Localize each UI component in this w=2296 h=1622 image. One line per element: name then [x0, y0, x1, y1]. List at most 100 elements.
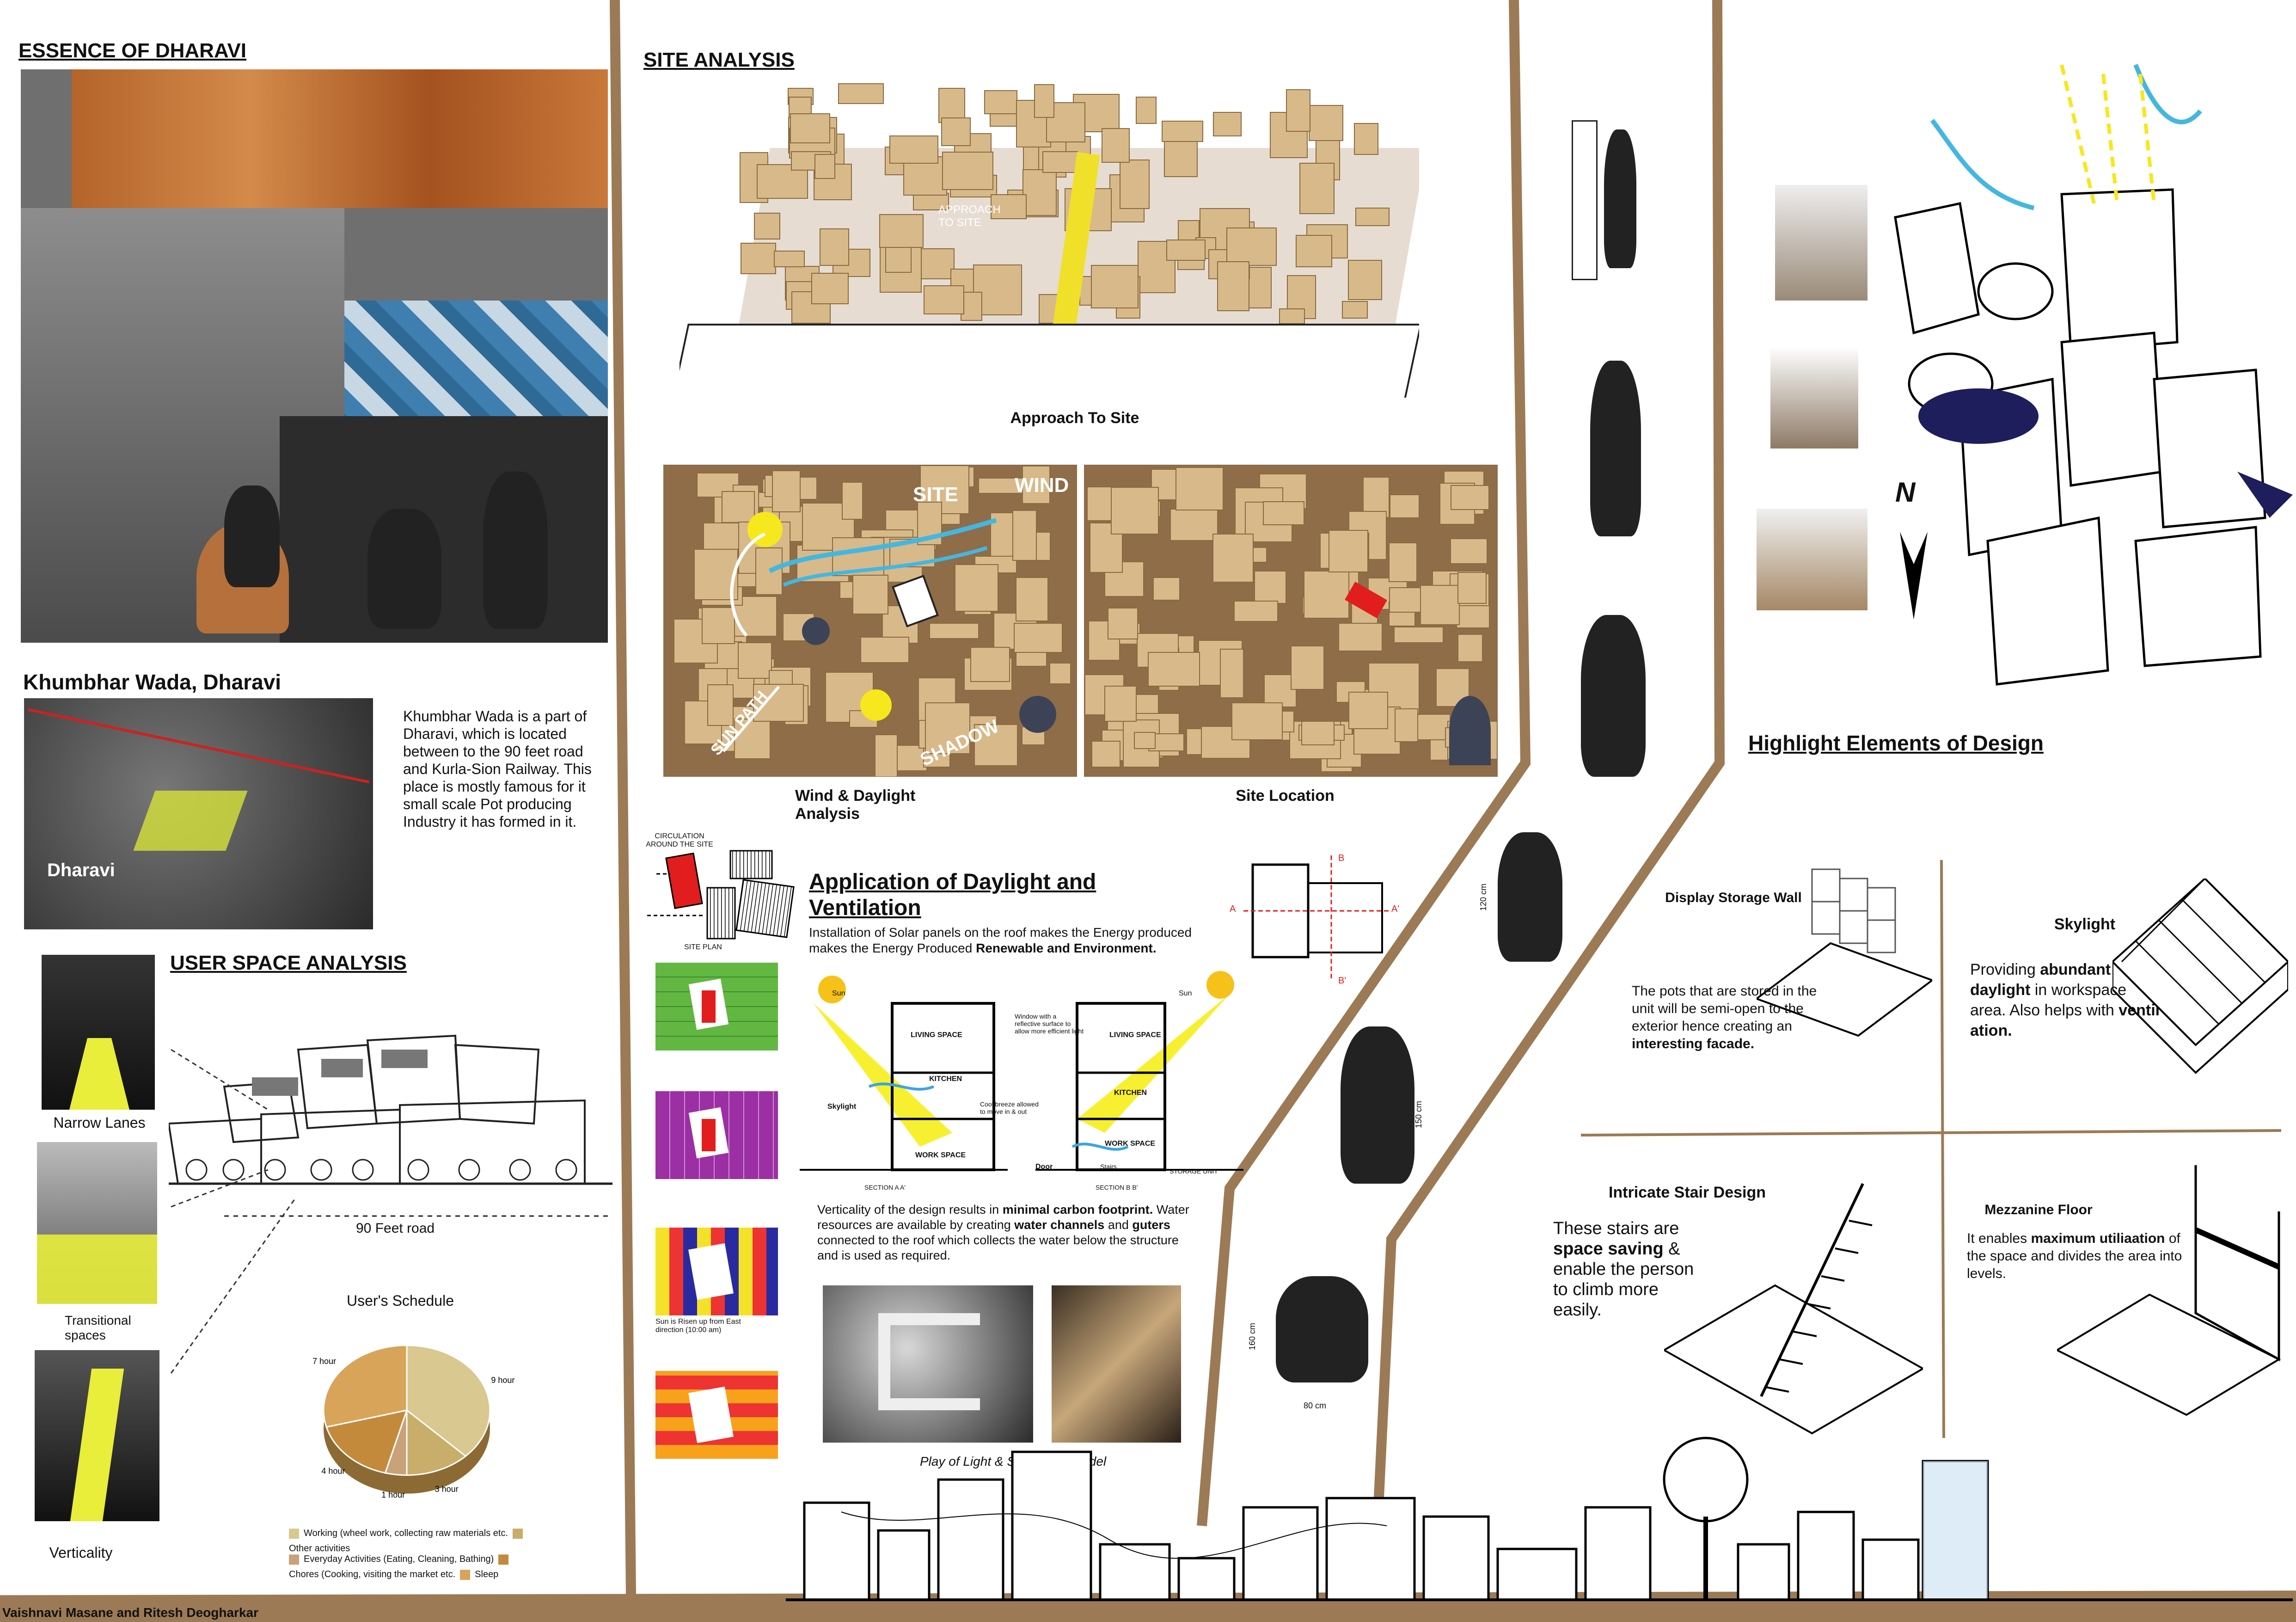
- vert-7: connected to the roof which collects the…: [817, 1233, 1179, 1262]
- sec-a-work: WORK SPACE: [915, 1151, 966, 1159]
- model-block: [929, 623, 980, 639]
- model-block: [1457, 572, 1487, 604]
- credits: Vaishnavi Masane and Ritesh Deogharkar: [2, 1605, 258, 1620]
- location-caption: Site Location: [1236, 787, 1335, 805]
- sec-b-window: Window with a reflective surface to allo…: [1015, 1013, 1084, 1035]
- lane-pointer-arrows: [170, 1049, 296, 1374]
- vert-1: Verticality of the design results in: [817, 1203, 1003, 1216]
- human-carrying: [1581, 615, 1646, 777]
- model-block: [1104, 686, 1137, 722]
- model-block: [1328, 530, 1369, 573]
- model-block: [1395, 708, 1419, 742]
- sec-a-kitchen: KITCHEN: [929, 1075, 962, 1083]
- daylight-title-text: Application of Daylight and Ventilation: [809, 870, 1096, 920]
- model-block: [771, 470, 801, 513]
- model-block: [1134, 731, 1156, 750]
- model-block: [721, 491, 755, 523]
- model-block: [1456, 605, 1490, 629]
- model-block: [1013, 623, 1063, 653]
- daylight-description: Installation of Solar panels on the roof…: [809, 925, 1216, 956]
- vert-3: Water resources are available by creatin…: [817, 1203, 1189, 1232]
- model-block: [1120, 160, 1150, 209]
- wind-daylight-model: SITE WIND SHADOW SUN PATH: [663, 465, 1077, 777]
- daylight-title: Application of Daylight and Ventilation: [809, 869, 1133, 921]
- schedule-title: User's Schedule: [347, 1292, 454, 1309]
- highlight-title: Highlight Elements of Design: [1748, 731, 2044, 755]
- sky-4: ventil ation.: [1970, 1001, 2160, 1039]
- display-storage-desc: The pots that are stored in the unit wil…: [1632, 983, 1831, 1053]
- model-block: [879, 214, 924, 248]
- khumbhar-title: Khumbhar Wada, Dharavi: [23, 670, 282, 694]
- human-squatting: [1276, 1276, 1368, 1382]
- model-block: [1301, 721, 1335, 746]
- model-block: [701, 607, 735, 644]
- model-block: [942, 152, 994, 190]
- model-block: [1049, 663, 1071, 685]
- display-storage-drawing: [1757, 868, 1932, 1037]
- model-block: [1162, 120, 1204, 142]
- legend-everyday: Everyday Activities (Eating, Cleaning, B…: [304, 1554, 494, 1564]
- display-bold: interesting facade.: [1632, 1036, 1755, 1051]
- model-block: [974, 724, 1018, 766]
- model-block: [1015, 577, 1049, 622]
- mezzanine-desc: It enables maximum utiliaation of the sp…: [1967, 1230, 2193, 1283]
- human-seated: [1498, 832, 1562, 962]
- model-block: [1254, 570, 1286, 604]
- legend-chores: Chores (Cooking, visiting the market etc…: [289, 1569, 456, 1579]
- khumbhar-satellite-map: Dharavi: [24, 698, 373, 929]
- sec-b-living: LIVING SPACE: [1109, 1031, 1161, 1039]
- mezzanine-drawing: [2057, 1165, 2281, 1416]
- wind-word-site: SITE: [913, 483, 958, 506]
- stair-desc: These stairs are space saving & enable t…: [1553, 1218, 1706, 1320]
- model-block: [889, 135, 939, 164]
- model-block: [1102, 128, 1130, 163]
- wind-word-wind: WIND: [1015, 474, 1069, 497]
- sun-study-purple: [655, 1091, 778, 1179]
- sec-b-stairs: Stairs: [1100, 1163, 1117, 1170]
- model-block: [1147, 652, 1200, 687]
- model-block: [1450, 538, 1488, 565]
- display-storage-title: Display Storage Wall: [1665, 890, 1802, 905]
- mezz-2: maximum utiliaation: [2031, 1231, 2165, 1246]
- human-bending: [1341, 1026, 1414, 1184]
- model-block: [1212, 112, 1242, 137]
- stair-drawing: [1664, 1183, 1923, 1435]
- sec-b-storage: STORAGE UNIT: [1169, 1167, 1218, 1175]
- model-block: [1388, 542, 1417, 582]
- wind-caption: Wind & Daylight Analysis: [795, 787, 916, 823]
- sun-study-heat: [655, 1228, 778, 1315]
- pie-slice: [325, 1409, 408, 1474]
- skylight-drawing: [2112, 879, 2288, 1074]
- model-block: [1393, 626, 1444, 643]
- dim-squat-width: 80 cm: [1304, 1401, 1327, 1410]
- user-space-title: USER SPACE ANALYSIS: [170, 952, 407, 974]
- model-block: [841, 482, 863, 520]
- model-block: [1279, 308, 1305, 325]
- daylight-desc-pre: Installation of Solar panels on the roof…: [809, 925, 1192, 955]
- sun-note: Sun is Risen up from East direction (10:…: [655, 1318, 741, 1334]
- model-block: [954, 564, 999, 612]
- site-location-model: [1084, 465, 1498, 777]
- model-block: [941, 117, 971, 146]
- sec-a-living: LIVING SPACE: [911, 1031, 962, 1039]
- model-block: [755, 547, 783, 596]
- dim-bending: 150 cm: [1414, 1100, 1424, 1129]
- model-block: [1012, 510, 1037, 561]
- model-block: [1286, 89, 1311, 132]
- site-plan-label: SITE PLAN: [684, 943, 722, 951]
- narrow-lanes-photo: [42, 955, 155, 1110]
- model-block: [1341, 301, 1368, 319]
- sec-a-breeze: Cool breeze allowed to move in & out: [980, 1100, 1039, 1115]
- approach-model-text: APPROACH TO SITE: [938, 203, 1001, 229]
- site-analysis-title: SITE ANALYSIS: [643, 49, 795, 71]
- model-block: [1347, 259, 1382, 301]
- sec-b-door: Door: [1035, 1163, 1053, 1171]
- model-block: [860, 637, 909, 663]
- sec-a-sun: Sun: [832, 989, 845, 997]
- model-block: [1308, 104, 1344, 141]
- model-block: [1457, 633, 1483, 663]
- marker-b: B: [1338, 853, 1345, 863]
- model-block: [1420, 585, 1460, 625]
- model-block: [1355, 207, 1390, 226]
- dim-squat-height: 160 cm: [1248, 1322, 1257, 1351]
